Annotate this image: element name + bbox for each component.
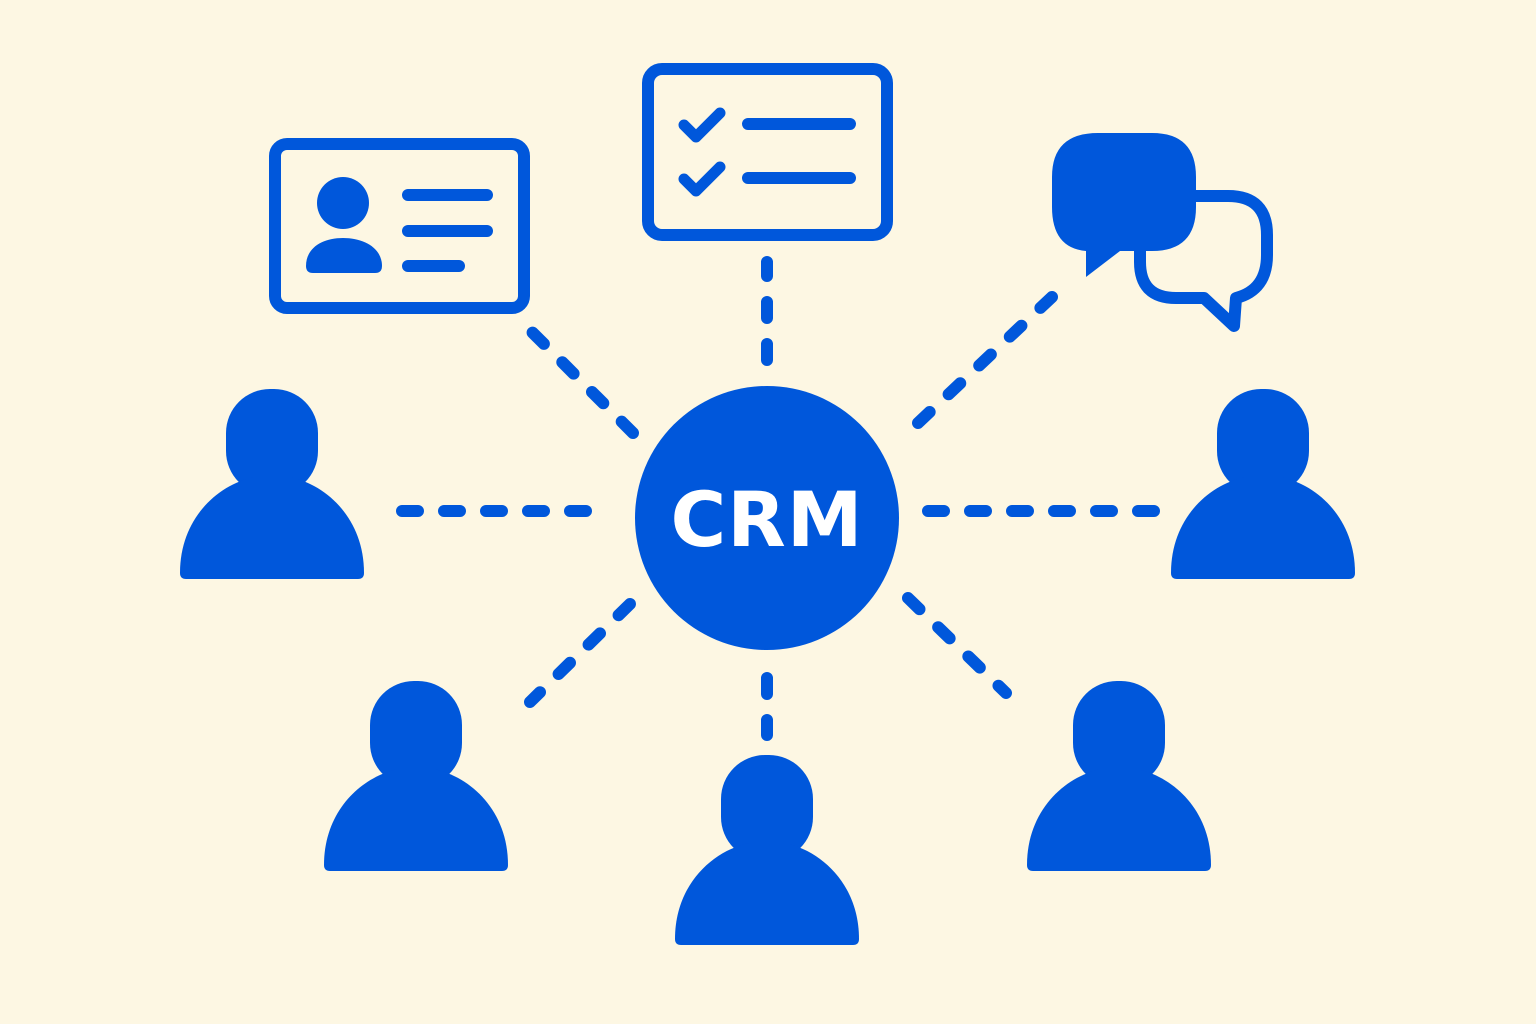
crm-hub: CRM: [635, 386, 899, 650]
person-icon: [324, 681, 508, 871]
connectors: [396, 256, 1164, 741]
connector-contact-card: [524, 324, 639, 439]
person-icon: [180, 389, 364, 579]
checklist-icon: [642, 63, 893, 241]
connector-person-bottom-left: [524, 598, 636, 708]
hub-label: CRM: [671, 475, 864, 564]
person-icon: [1171, 389, 1355, 579]
connector-person-bottom-right: [902, 592, 1012, 699]
chat-bubbles-icon: [1052, 133, 1273, 332]
person-icon: [675, 755, 859, 945]
hub-circle: [635, 386, 899, 650]
person-icon: [1027, 681, 1211, 871]
contact-card-icon: [269, 138, 530, 314]
connector-chat: [912, 291, 1058, 429]
